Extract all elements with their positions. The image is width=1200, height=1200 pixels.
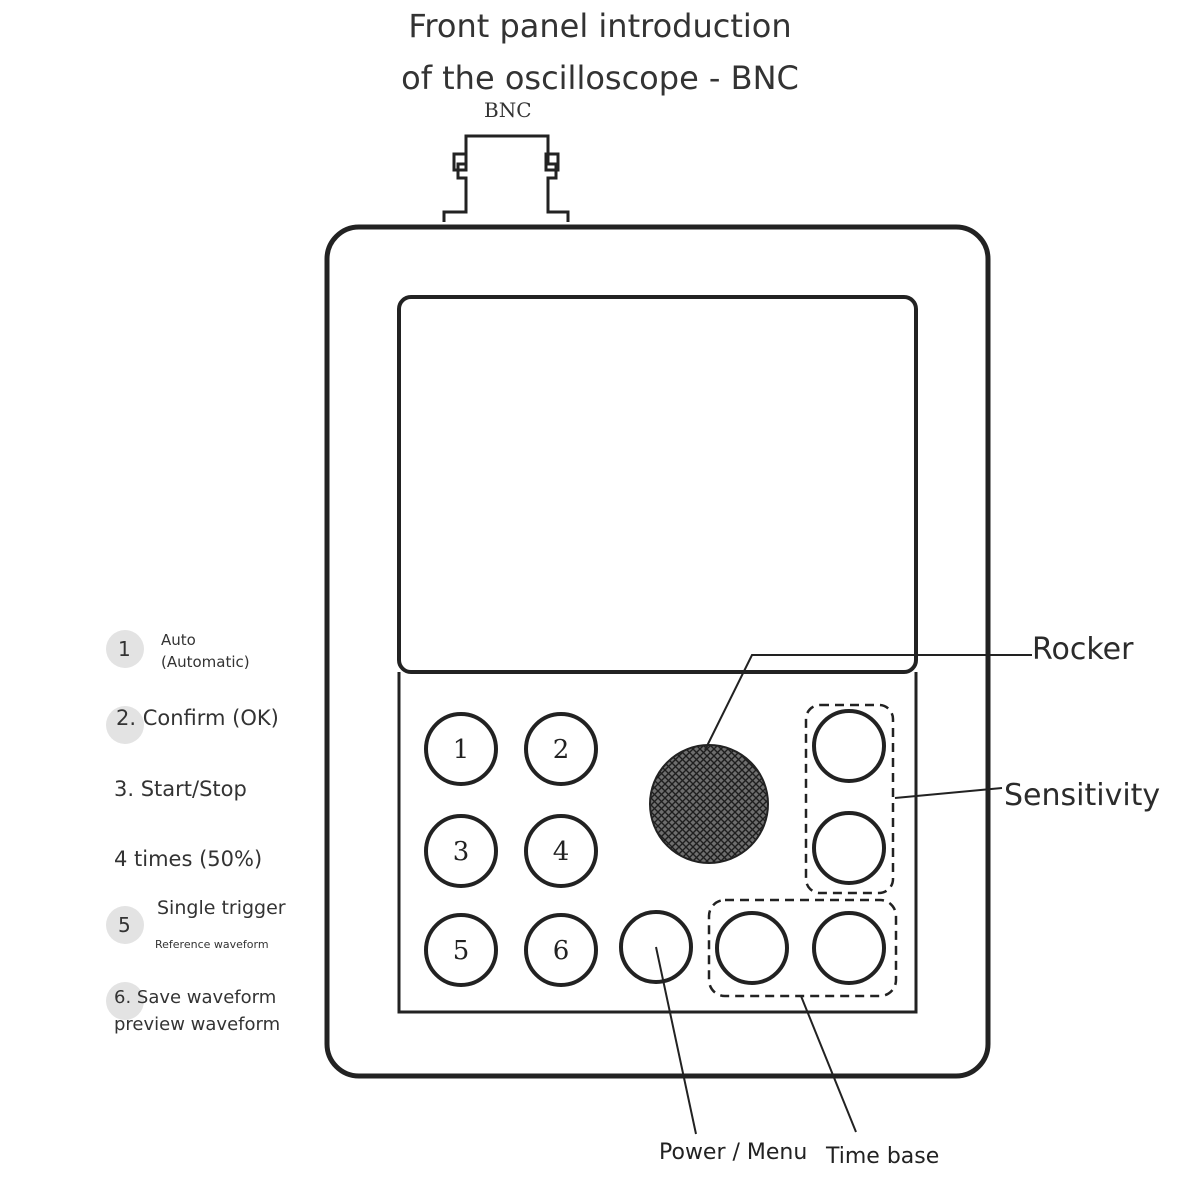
legend-1-line-2: (Automatic) [161, 653, 250, 671]
button-5[interactable] [424, 913, 498, 987]
button-4-label: 4 [553, 837, 570, 867]
time-base-group-outline [707, 898, 898, 998]
time-base-left-button[interactable] [715, 911, 789, 985]
legend-1-number: 1 [118, 637, 131, 661]
power-menu-leader-line [655, 946, 697, 1135]
button-6[interactable] [524, 913, 598, 987]
legend-6-line-1: 6. Save waveform [114, 987, 277, 1008]
numbered-buttons [424, 712, 598, 987]
legend-5-line-2: Reference waveform [155, 938, 269, 951]
button-1[interactable] [424, 712, 498, 786]
device-body [324, 224, 991, 1079]
time-base-leader-line [800, 995, 857, 1133]
legend-1-disc [106, 630, 144, 668]
title-line-1: Front panel introduction [408, 7, 792, 45]
button-4[interactable] [524, 814, 598, 888]
display-screen [397, 295, 918, 674]
button-3-label: 3 [453, 837, 470, 867]
button-2-label: 2 [553, 735, 570, 765]
legend-3-text: 3. Start/Stop [114, 777, 247, 801]
legend-5-disc [106, 906, 144, 944]
leader-lines [655, 654, 1032, 1135]
rocker-joystick[interactable] [649, 744, 769, 864]
power-menu-button[interactable] [619, 910, 693, 984]
sensitivity-up-button[interactable] [812, 709, 886, 783]
time-base-callout: Time base [826, 1144, 940, 1169]
sensitivity-leader-line [894, 787, 1003, 799]
button-2[interactable] [524, 712, 598, 786]
button-6-label: 6 [553, 936, 570, 966]
title-line-2: of the oscilloscope - BNC [401, 59, 799, 97]
button-5-label: 5 [453, 936, 470, 966]
time-base-right-button[interactable] [812, 911, 886, 985]
legend-5-number: 5 [118, 913, 131, 937]
legend-4-text: 4 times (50%) [114, 847, 263, 871]
button-1-label: 1 [453, 735, 470, 765]
sensitivity-group-outline [804, 703, 895, 895]
legend-2-text: 2. Confirm (OK) [116, 706, 279, 730]
rocker-callout: Rocker [1032, 632, 1134, 667]
sensitivity-callout: Sensitivity [1004, 778, 1161, 813]
diagram-title: Front panel introduction of the oscillos… [300, 0, 900, 104]
legend-6-disc [106, 982, 144, 1020]
legend-6-line-2: preview waveform [114, 1014, 281, 1035]
bnc-connector-icon [442, 134, 570, 222]
legend-2-disc [106, 706, 144, 744]
legend-5-line-1: Single trigger [157, 897, 286, 919]
legend-1-line-1: Auto [161, 631, 196, 649]
sensitivity-down-button[interactable] [812, 811, 886, 885]
keypad-panel [397, 672, 918, 1014]
bnc-connector-label: BNC [484, 98, 532, 122]
power-menu-callout: Power / Menu [659, 1140, 808, 1165]
rocker-leader-line [704, 654, 1032, 751]
button-3[interactable] [424, 814, 498, 888]
